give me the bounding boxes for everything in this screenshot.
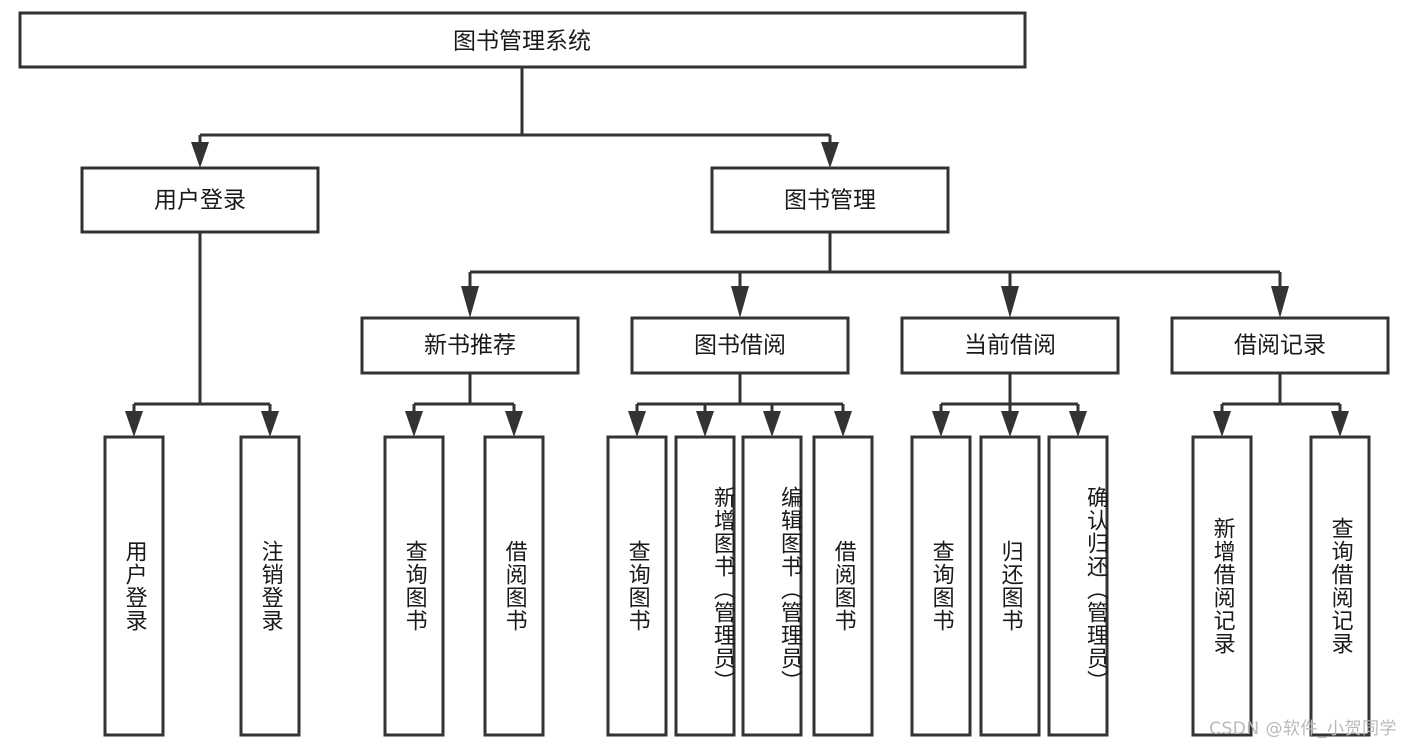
arrow-icon-to-book-borrow <box>731 286 749 318</box>
connector-layer <box>132 67 1342 417</box>
node-label-current-borrow: 当前借阅 <box>964 333 1056 359</box>
node-label-book-manage: 图书管理 <box>784 188 876 214</box>
node-box-leaf-return-book[interactable] <box>979 435 1041 737</box>
arrow-icon-to-leaf-return-book <box>1001 411 1019 437</box>
node-box-book-manage[interactable] <box>710 166 950 234</box>
node-box-leaf-edit-book[interactable] <box>741 435 803 737</box>
node-box-leaf-query-record[interactable] <box>1309 435 1371 737</box>
arrow-icon-to-current-borrow <box>1001 286 1019 318</box>
node-label-new-book-recommend: 新书推荐 <box>424 333 516 359</box>
arrow-icon-to-leaf-query-book-1 <box>405 411 423 437</box>
connector-root-bus <box>198 67 832 148</box>
node-box-book-borrow[interactable] <box>630 316 850 375</box>
node-box-leaf-borrow-book-1[interactable] <box>483 435 545 737</box>
arrow-icon-to-leaf-query-record <box>1331 411 1349 437</box>
node-label-user-login: 用户登录 <box>154 188 246 214</box>
arrow-icon-to-leaf-add-record <box>1213 411 1231 437</box>
node-box-leaf-user-login[interactable] <box>103 435 165 737</box>
arrow-icon-to-book-manage <box>821 142 839 168</box>
arrow-icon-to-leaf-borrow-book-2 <box>834 411 852 437</box>
node-box-leaf-add-book[interactable] <box>674 435 736 737</box>
watermark-text: CSDN @软件_小贺同学 <box>1209 719 1397 739</box>
node-box-borrow-record[interactable] <box>1170 316 1390 375</box>
node-box-user-login[interactable] <box>80 166 320 234</box>
arrow-icon-to-leaf-borrow-book-1 <box>505 411 523 437</box>
arrow-icon-to-leaf-query-book-3 <box>932 411 950 437</box>
arrow-icon-to-borrow-record <box>1271 286 1289 318</box>
arrow-icon-to-leaf-edit-book <box>763 411 781 437</box>
arrow-icon-to-leaf-confirm-return <box>1069 411 1087 437</box>
node-box-leaf-query-book-2[interactable] <box>606 435 668 737</box>
node-box-leaf-query-book-1[interactable] <box>383 435 445 737</box>
arrowhead-layer <box>125 142 1349 437</box>
node-box-leaf-add-record[interactable] <box>1191 435 1253 737</box>
node-box-current-borrow[interactable] <box>900 316 1120 375</box>
arrow-icon-to-new-book-recommend <box>461 286 479 318</box>
arrow-icon-to-leaf-logout-login <box>261 411 279 437</box>
node-layer: 图书管理系统 用户登录 图书管理 新书推荐 图书借阅 当前借阅 借阅记录 <box>18 11 1390 737</box>
connector-borrowrecord-bus <box>1220 373 1342 417</box>
arrow-icon-to-leaf-query-book-2 <box>628 411 646 437</box>
node-box-leaf-query-book-3[interactable] <box>910 435 972 737</box>
node-label-root: 图书管理系统 <box>453 29 591 55</box>
node-label-book-borrow: 图书借阅 <box>694 333 786 359</box>
node-box-leaf-borrow-book-2[interactable] <box>812 435 874 737</box>
node-box-leaf-confirm-return[interactable] <box>1047 435 1109 737</box>
arrow-icon-to-user-login <box>191 142 209 168</box>
connector-userlogin-bus <box>132 232 272 417</box>
connector-bookborrow-bus <box>635 373 845 417</box>
arrow-icon-to-leaf-user-login <box>125 411 143 437</box>
connector-currentborrow-bus <box>939 373 1080 417</box>
node-label-borrow-record: 借阅记录 <box>1234 333 1326 359</box>
connector-bookmanage-bus <box>468 232 1282 288</box>
node-box-leaf-logout-login[interactable] <box>239 435 301 737</box>
connector-newbook-bus <box>412 373 516 417</box>
arrow-icon-to-leaf-add-book <box>696 411 714 437</box>
node-box-new-book-recommend[interactable] <box>360 316 580 375</box>
node-box-root[interactable] <box>18 11 1027 69</box>
